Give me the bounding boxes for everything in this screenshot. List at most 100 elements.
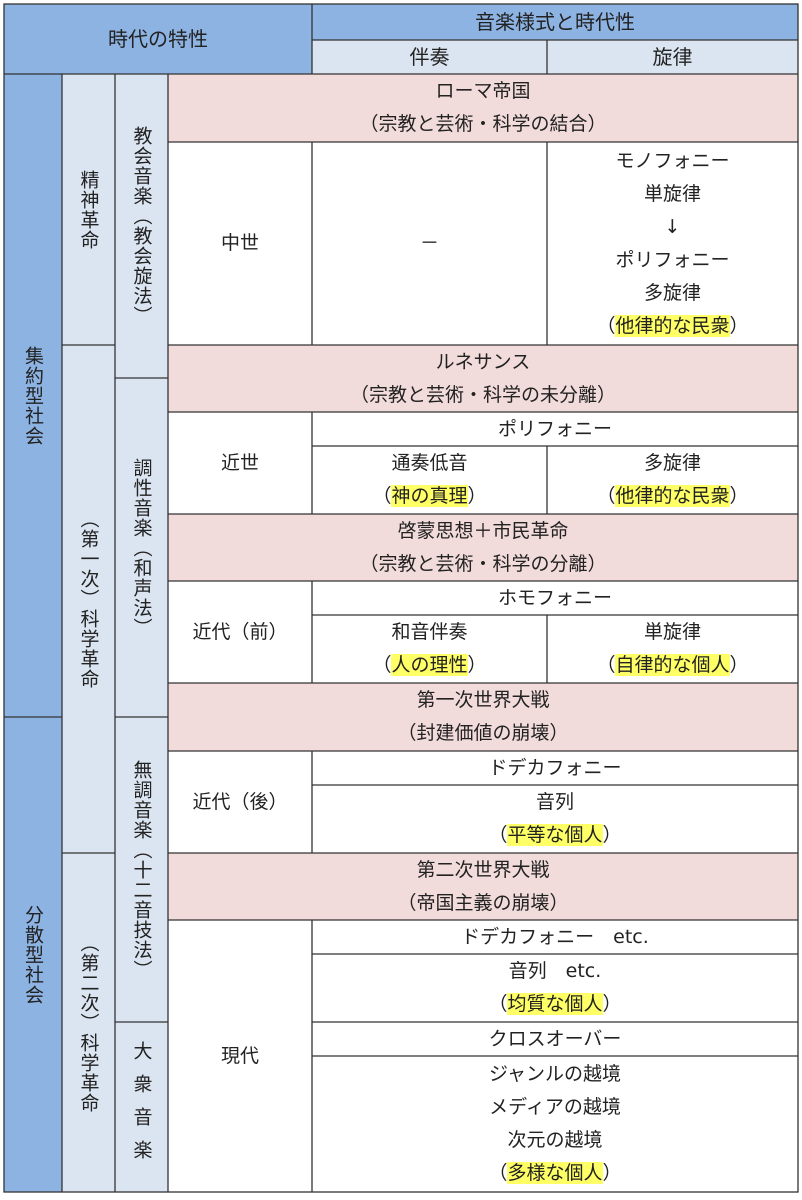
- kinsei-accomp: 通奏低音 （神の真理）: [312, 446, 547, 514]
- chusei-mel-line5: 多旋律: [643, 281, 701, 304]
- kindai-zen-mel-note-highlight: 自律的な個人: [615, 654, 730, 676]
- event-ww2: 第二次世界大戦 （帝国主義の崩壊）: [168, 853, 798, 920]
- event-rome-title: ローマ帝国: [435, 80, 531, 102]
- header-sub-bg: [312, 40, 798, 74]
- header-accompaniment-text: 伴奏: [409, 44, 450, 69]
- renaissance-row-bg: [168, 345, 798, 412]
- gendai-body2: ジャンルの越境 メディアの越境 次元の越境 （多様な個人）: [312, 1056, 798, 1192]
- kinsei-accomp-note-highlight: 神の真理: [391, 485, 468, 507]
- kindai-zen-melody: 単旋律 （自律的な個人）: [547, 615, 798, 683]
- gendai-body1-line1: 音列 etc.: [508, 960, 602, 982]
- gendai-span2: クロスオーバー: [312, 1022, 798, 1056]
- event-keimo-title: 啓蒙思想＋市民革命: [397, 519, 569, 542]
- event-renaissance-title: ルネサンス: [435, 350, 531, 373]
- kinsei-mel-note: （他律的な民衆）: [596, 485, 749, 507]
- era-kindai-go: 近代（後）: [168, 751, 312, 853]
- music-type-muchosei: 無調音楽（十二音技法）: [115, 717, 168, 1022]
- header-accompaniment: 伴奏: [312, 40, 547, 74]
- music-type-taishu: 大衆音楽: [115, 1022, 168, 1192]
- revolution-seishin-text: 精神革命: [77, 169, 100, 250]
- ww1-row-bg: [168, 683, 798, 751]
- gendai-span1: ドデカフォニー etc.: [312, 920, 798, 954]
- revolution-col-bg: [62, 74, 115, 1192]
- gendai-body2-note-highlight: 多様な個人: [507, 1162, 603, 1184]
- revolution-kagaku2-text: （第二次）科学革命: [77, 932, 100, 1113]
- chusei-melody: モノフォニー 単旋律 ↓ ポリフォニー 多旋律 （他律的な民衆）: [547, 142, 798, 345]
- society-col-bg: [4, 74, 62, 1192]
- chusei-mel-line1: モノフォニー: [615, 149, 730, 172]
- event-ww2-desc: （帝国主義の崩壊）: [397, 891, 569, 914]
- event-keimo-desc: （宗教と芸術・科学の分離）: [359, 552, 607, 575]
- event-ww2-title: 第二次世界大戦: [416, 858, 550, 881]
- chusei-mel-note-highlight: 他律的な民衆: [615, 314, 730, 337]
- era-chusei: 中世: [168, 142, 312, 345]
- era-kinsei-text: 近世: [220, 451, 259, 474]
- revolution-kagaku1-text: （第一次）科学革命: [77, 509, 100, 689]
- kinsei-melody: 多旋律 （他律的な民衆）: [547, 446, 798, 514]
- kindai-zen-span-text: ホモフォニー: [497, 586, 612, 609]
- gendai-body2-line1: ジャンルの越境: [488, 1063, 622, 1085]
- era-chusei-text: 中世: [220, 232, 259, 254]
- kinsei-span-text: ポリフォニー: [497, 417, 612, 440]
- header-era-trait-bg: [4, 4, 312, 74]
- kindai-go-note: （平等な個人）: [488, 824, 622, 846]
- kindai-zen-mel-note: （自律的な個人）: [596, 654, 749, 676]
- revolution-kagaku2: （第二次）科学革命: [62, 853, 115, 1192]
- event-renaissance-desc: （宗教と芸術・科学の未分離）: [349, 383, 616, 406]
- kinsei-accomp-note: （神の真理）: [372, 485, 487, 507]
- kinsei-span: ポリフォニー: [312, 412, 798, 446]
- event-renaissance: ルネサンス （宗教と芸術・科学の未分離）: [168, 345, 798, 412]
- kindai-zen-accomp-text: 和音伴奏: [391, 621, 468, 643]
- header-music-style-bg: [312, 4, 798, 40]
- header-era-trait-text: 時代の特性: [108, 26, 208, 51]
- revolution-seishin: 精神革命: [62, 74, 115, 345]
- chusei-mel-line2: 単旋律: [643, 182, 701, 205]
- music-type-muchosei-text: 無調音楽（十二音技法）: [130, 759, 153, 980]
- era-gendai-text: 現代: [220, 1044, 259, 1067]
- gendai-body1-note-highlight: 均質な個人: [507, 993, 603, 1015]
- era-kindai-go-text: 近代（後）: [192, 790, 288, 813]
- music-type-chosei: 調性音楽（和声法）: [115, 378, 168, 717]
- kindai-go-note-highlight: 平等な個人: [507, 824, 603, 846]
- gendai-body1-note: （均質な個人）: [488, 993, 622, 1015]
- header-melody: 旋律: [547, 40, 798, 74]
- gendai-span1-text: ドデカフォニー etc.: [461, 925, 649, 948]
- event-keimo: 啓蒙思想＋市民革命 （宗教と芸術・科学の分離）: [168, 514, 798, 581]
- era-gendai: 現代: [168, 920, 312, 1192]
- kinsei-accomp-text: 通奏低音: [391, 452, 468, 474]
- header-melody-text: 旋律: [652, 44, 693, 69]
- era-kindai-zen: 近代（前）: [168, 581, 312, 683]
- kindai-zen-span: ホモフォニー: [312, 581, 798, 615]
- music-type-kyokai: 教会音楽（教会旋法）: [115, 74, 168, 378]
- header-music-style-text: 音楽様式と時代性: [475, 9, 635, 34]
- gendai-body1: 音列 etc. （均質な個人）: [312, 954, 798, 1022]
- society-shuyaku-text: 集約型社会: [22, 345, 44, 446]
- kindai-zen-accomp: 和音伴奏 （人の理性）: [312, 615, 547, 683]
- music-type-chosei-text: 調性音楽（和声法）: [130, 457, 153, 638]
- event-ww1: 第一次世界大戦 （封建価値の崩壊）: [168, 683, 798, 751]
- chusei-accomp: －: [312, 142, 547, 345]
- chusei-accomp-text: －: [419, 232, 439, 254]
- rome-row-bg: [168, 74, 798, 142]
- kindai-zen-accomp-note-highlight: 人の理性: [391, 654, 468, 676]
- kindai-go-line1: 音列: [535, 791, 574, 813]
- era-kindai-zen-text: 近代（前）: [192, 620, 288, 643]
- event-rome-desc: （宗教と芸術・科学の結合）: [359, 113, 607, 135]
- society-bunsan: 分散型社会: [4, 717, 62, 1192]
- gendai-body2-note: （多様な個人）: [488, 1162, 622, 1184]
- gendai-body2-line3: 次元の越境: [507, 1129, 603, 1151]
- chusei-mel-line4: ポリフォニー: [615, 248, 730, 271]
- kindai-zen-accomp-note: （人の理性）: [372, 654, 487, 676]
- gendai-span2-text: クロスオーバー: [488, 1027, 622, 1050]
- kindai-zen-mel-text: 単旋律: [643, 621, 701, 643]
- kinsei-mel-note-highlight: 他律的な民衆: [615, 485, 730, 507]
- event-rome: ローマ帝国 （宗教と芸術・科学の結合）: [168, 74, 798, 142]
- kinsei-mel-text: 多旋律: [643, 452, 701, 474]
- event-ww1-title: 第一次世界大戦: [416, 689, 550, 711]
- revolution-kagaku1: （第一次）科学革命: [62, 345, 115, 853]
- era-kinsei: 近世: [168, 412, 312, 514]
- kindai-go-span-text: ドデカフォニー: [488, 756, 622, 779]
- chusei-mel-arrow: ↓: [664, 215, 681, 238]
- header-music-style: 音楽様式と時代性: [312, 4, 798, 40]
